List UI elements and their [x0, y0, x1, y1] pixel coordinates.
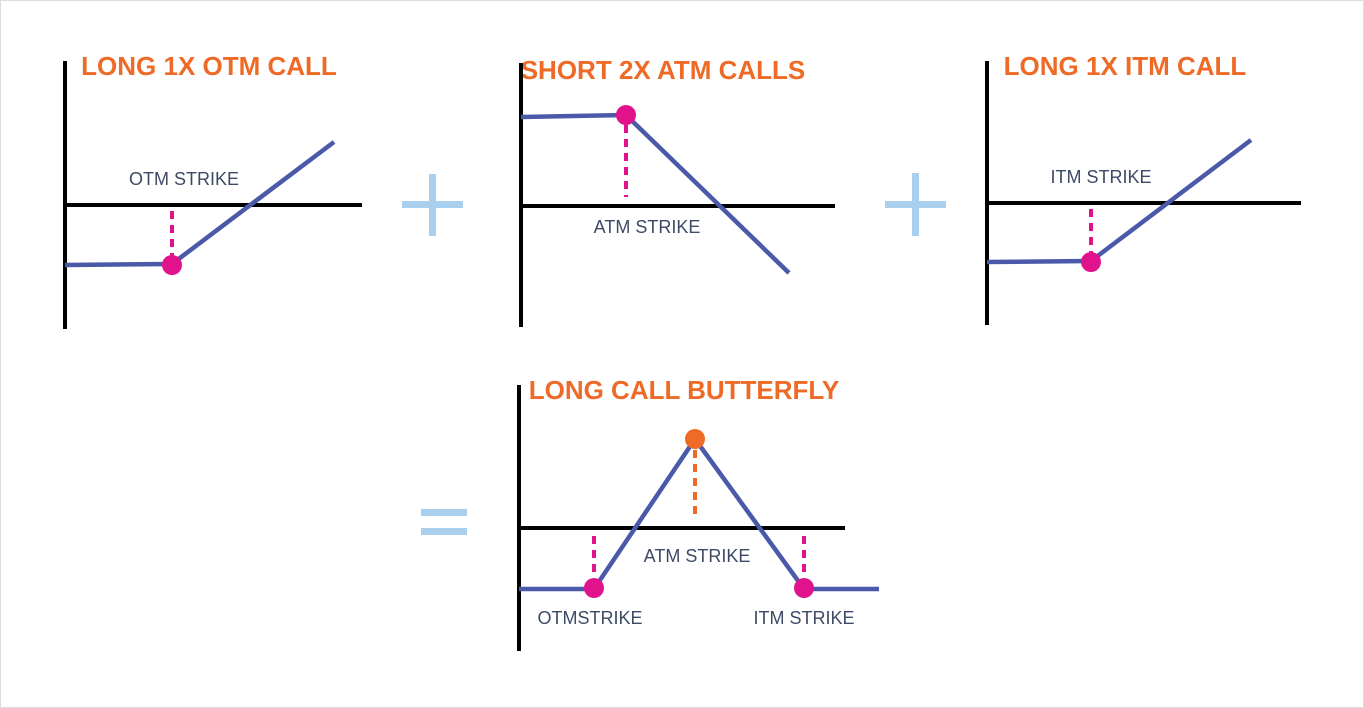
strike-dot — [1081, 252, 1101, 272]
panel-title: LONG 1X OTM CALL — [81, 51, 337, 81]
strike-label: OTM STRIKE — [129, 169, 239, 189]
strike-dot — [616, 105, 636, 125]
itm-strike-label: ITM STRIKE — [753, 608, 854, 628]
strike-label: ATM STRIKE — [594, 217, 701, 237]
panel-long-itm-call: LONG 1X ITM CALL ITM STRIKE — [985, 51, 1301, 325]
payoff-line — [520, 112, 791, 275]
panel-long-otm-call: LONG 1X OTM CALL OTM STRIKE — [63, 51, 362, 329]
itm-strike-dot — [794, 578, 814, 598]
panel-short-atm-calls: SHORT 2X ATM CALLS ATM STRIKE — [519, 55, 835, 327]
strike-label: ITM STRIKE — [1050, 167, 1151, 187]
strike-dot — [162, 255, 182, 275]
otm-strike-dot — [584, 578, 604, 598]
otm-strike-label: OTMSTRIKE — [537, 608, 642, 628]
panel-title: LONG CALL BUTTERFLY — [529, 375, 840, 405]
atm-peak-dot — [685, 429, 705, 449]
atm-strike-label: ATM STRIKE — [644, 546, 751, 566]
plus-operator-1 — [402, 174, 463, 236]
panel-title: LONG 1X ITM CALL — [1004, 51, 1247, 81]
plus-operator-2 — [885, 173, 946, 236]
panel-long-call-butterfly: LONG CALL BUTTERFLY ATM STRIKE OTMSTRIKE… — [517, 375, 879, 651]
panel-title: SHORT 2X ATM CALLS — [521, 55, 806, 85]
equals-operator — [421, 509, 467, 535]
payoff-line — [519, 436, 879, 592]
